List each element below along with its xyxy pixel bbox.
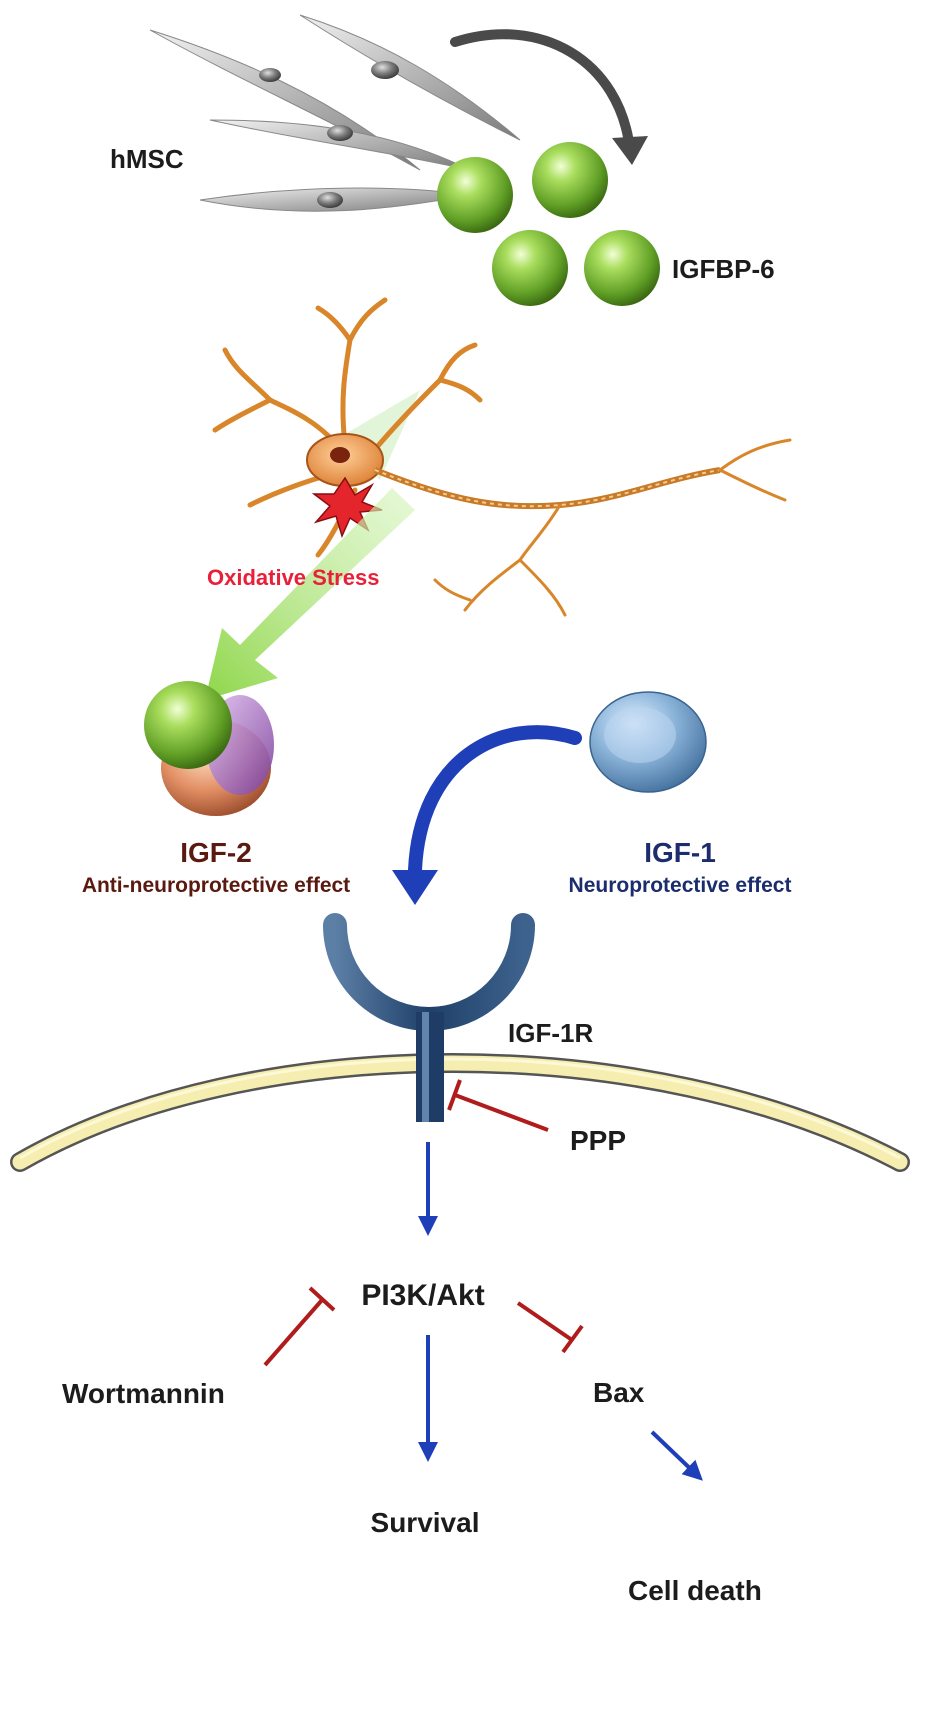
igf2-label: IGF-2 <box>180 837 252 868</box>
pi3k-akt-label: PI3K/Akt <box>361 1279 484 1312</box>
hmsc-label: hMSC <box>110 144 184 174</box>
igf1r-label: IGF-1R <box>508 1018 593 1048</box>
igf2-effect-label: Anti-neuroprotective effect <box>82 874 350 897</box>
igf1-label: IGF-1 <box>644 837 716 868</box>
secretion-arrow <box>450 29 648 165</box>
bax-label: Bax <box>593 1377 645 1408</box>
wortmannin-label: Wortmannin <box>62 1378 225 1409</box>
ppp-inhibition-line <box>447 1079 549 1132</box>
igf1-disc-icon <box>589 691 707 793</box>
oxidative-stress-label: Oxidative Stress <box>207 565 379 590</box>
igfbp6-sphere-icon <box>437 142 660 306</box>
hmsc-cell-icon <box>149 14 521 212</box>
igfbp6-label: IGFBP-6 <box>672 254 775 284</box>
wortmannin-inhibition-line <box>263 1286 336 1367</box>
bax-to-cell-death-arrow <box>650 1430 703 1481</box>
survival-label: Survival <box>371 1507 480 1538</box>
igf1-binding-arrow <box>392 725 582 905</box>
receptor-stalk <box>416 1040 444 1118</box>
igf1-effect-label: Neuroprotective effect <box>569 874 792 897</box>
cell-death-label: Cell death <box>628 1575 762 1606</box>
cell-membrane-icon <box>10 1053 910 1172</box>
ppp-label: PPP <box>570 1125 626 1156</box>
neuron-icon <box>212 297 792 617</box>
oxidative-stress-arrow <box>205 488 415 700</box>
pi3k-bax-inhibition-line <box>516 1301 584 1354</box>
igf2-complex-icon <box>144 681 274 816</box>
